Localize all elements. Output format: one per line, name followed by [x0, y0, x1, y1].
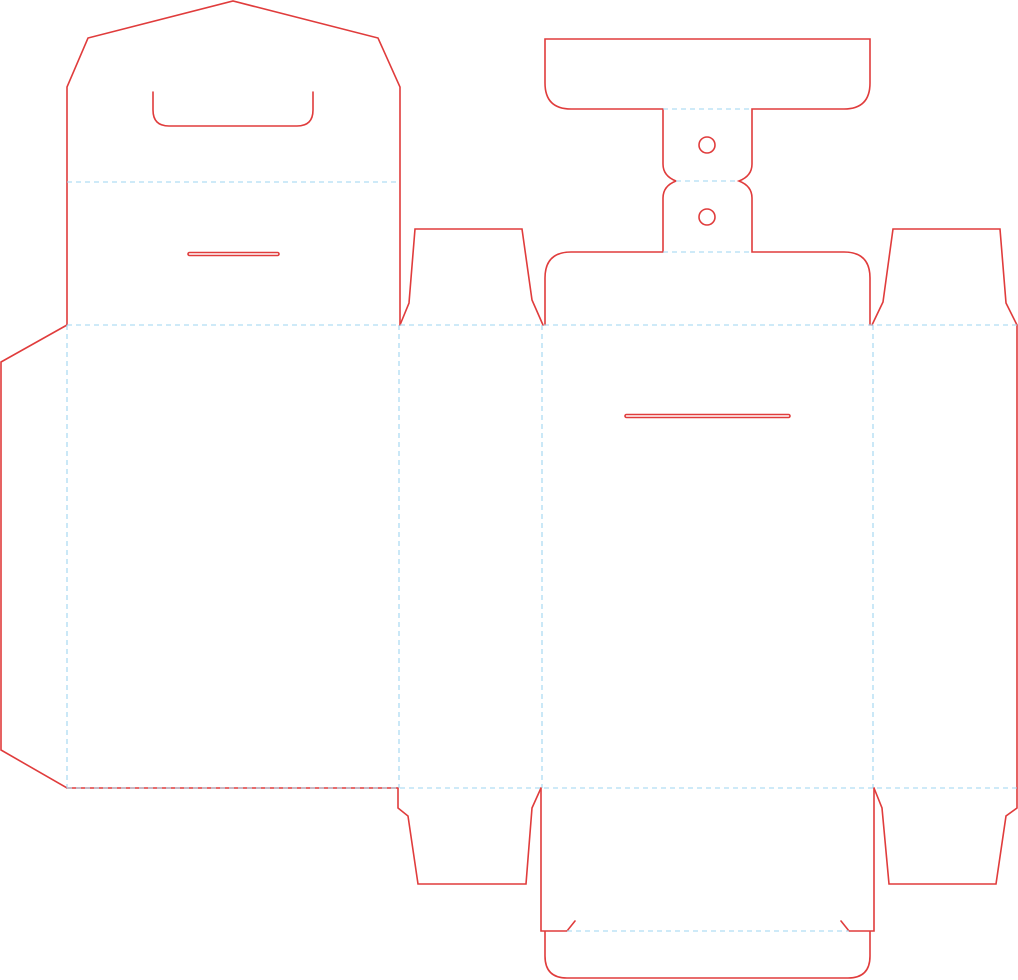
front-panel-slot [624, 413, 791, 419]
dust-flap-bottom-left [397, 787, 542, 885]
fold-lines [66, 108, 1017, 932]
hanger-top-flap [66, 0, 401, 326]
bottom-tuck-flap [540, 787, 875, 979]
front-top-flap-with-lock-tab [544, 38, 871, 326]
lock-tab-hole-lower [698, 208, 716, 226]
dust-flap-top-right [871, 228, 1018, 789]
glue-tab [0, 324, 399, 789]
hanger-lock-slot [187, 251, 280, 257]
dust-flap-bottom-right [873, 787, 1018, 885]
hang-hole-cut [152, 91, 314, 127]
lock-tab-hole-upper [698, 136, 716, 154]
dust-flap-top-left [399, 228, 544, 326]
